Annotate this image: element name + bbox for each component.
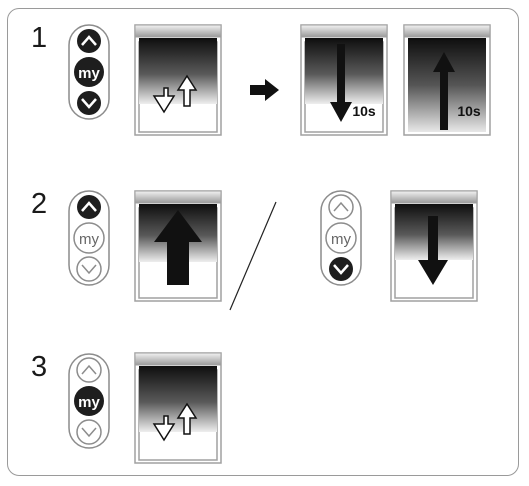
arrow-down-icon: [418, 216, 448, 285]
double-arrow-icon: [152, 402, 198, 442]
my-button-label: my: [78, 65, 100, 82]
my-button-icon[interactable]: my: [325, 222, 357, 254]
step-number-3: 3: [31, 351, 48, 383]
my-button-label: my: [79, 231, 99, 248]
shutter-icon: [390, 190, 478, 302]
up-button-icon[interactable]: [77, 29, 101, 53]
remote-control-step2-up: my: [68, 190, 110, 286]
remote-control-step1: my: [68, 24, 110, 120]
diagram-frame: [7, 8, 519, 476]
arrow-up-icon: [433, 52, 455, 130]
shutter-icon: 10s: [403, 24, 491, 136]
remote-control-step3: my: [68, 353, 110, 449]
my-button-icon[interactable]: my: [74, 386, 104, 416]
up-button-icon[interactable]: [328, 194, 354, 220]
shutter-icon: [134, 190, 222, 302]
up-button-icon[interactable]: [77, 195, 101, 219]
up-button-icon[interactable]: [76, 357, 102, 383]
arrow-up-icon: [154, 210, 202, 285]
double-arrow-icon: [152, 74, 198, 114]
down-button-icon[interactable]: [329, 257, 353, 281]
duration-badge: 10s: [352, 103, 376, 119]
separator-slash: [229, 201, 277, 311]
shutter-icon: [134, 352, 222, 464]
my-button-label: my: [78, 394, 100, 411]
down-button-icon[interactable]: [77, 91, 101, 115]
my-button-icon[interactable]: my: [73, 222, 105, 254]
duration-badge: 10s: [457, 103, 481, 119]
down-button-icon[interactable]: [76, 419, 102, 445]
arrow-down-icon: [330, 44, 352, 122]
shutter-icon: 10s: [300, 24, 388, 136]
my-button-label: my: [331, 231, 351, 248]
arrow-right-icon: [250, 79, 279, 101]
remote-control-step2-down: my: [320, 190, 362, 286]
shutter-icon: [134, 24, 222, 136]
step-number-1: 1: [31, 22, 48, 54]
step-number-2: 2: [31, 188, 48, 220]
my-button-icon[interactable]: my: [74, 57, 104, 87]
down-button-icon[interactable]: [76, 256, 102, 282]
